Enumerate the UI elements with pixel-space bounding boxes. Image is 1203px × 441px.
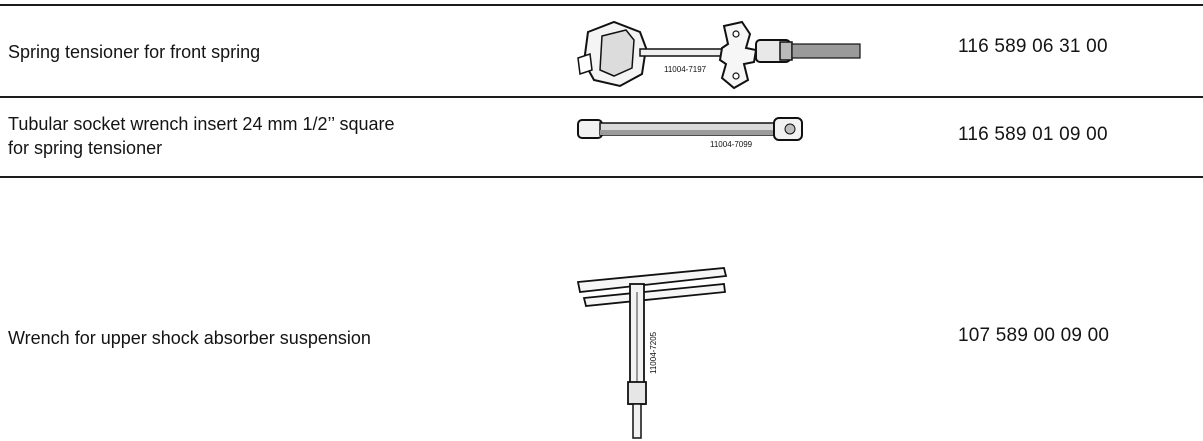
part-number: 116 589 06 31 00	[958, 36, 1108, 57]
part-number: 116 589 01 09 00	[958, 124, 1108, 145]
t-handle-wrench-illustration: 11004-7205	[574, 262, 734, 440]
figure-ref-label: 11004-7205	[649, 331, 658, 374]
part-number: 107 589 00 09 00	[958, 325, 1110, 346]
tool-description: Wrench for upper shock absorber suspensi…	[8, 328, 371, 348]
divider	[0, 96, 1203, 98]
spring-tensioner-illustration: 11004-7197	[574, 14, 864, 94]
tool-description-line-2: for spring tensioner	[8, 138, 163, 158]
tool-description: Spring tensioner for front spring	[8, 42, 261, 62]
top-divider	[0, 4, 1203, 6]
figure-ref-label: 11004-7197	[664, 65, 707, 74]
socket-wrench-insert-illustration: 11004-7099	[574, 110, 814, 150]
figure-ref-label: 11004-7099	[710, 140, 753, 149]
tool-description-line-1: Tubular socket wrench insert 24 mm 1/2’’…	[8, 114, 395, 134]
divider	[0, 176, 1203, 178]
